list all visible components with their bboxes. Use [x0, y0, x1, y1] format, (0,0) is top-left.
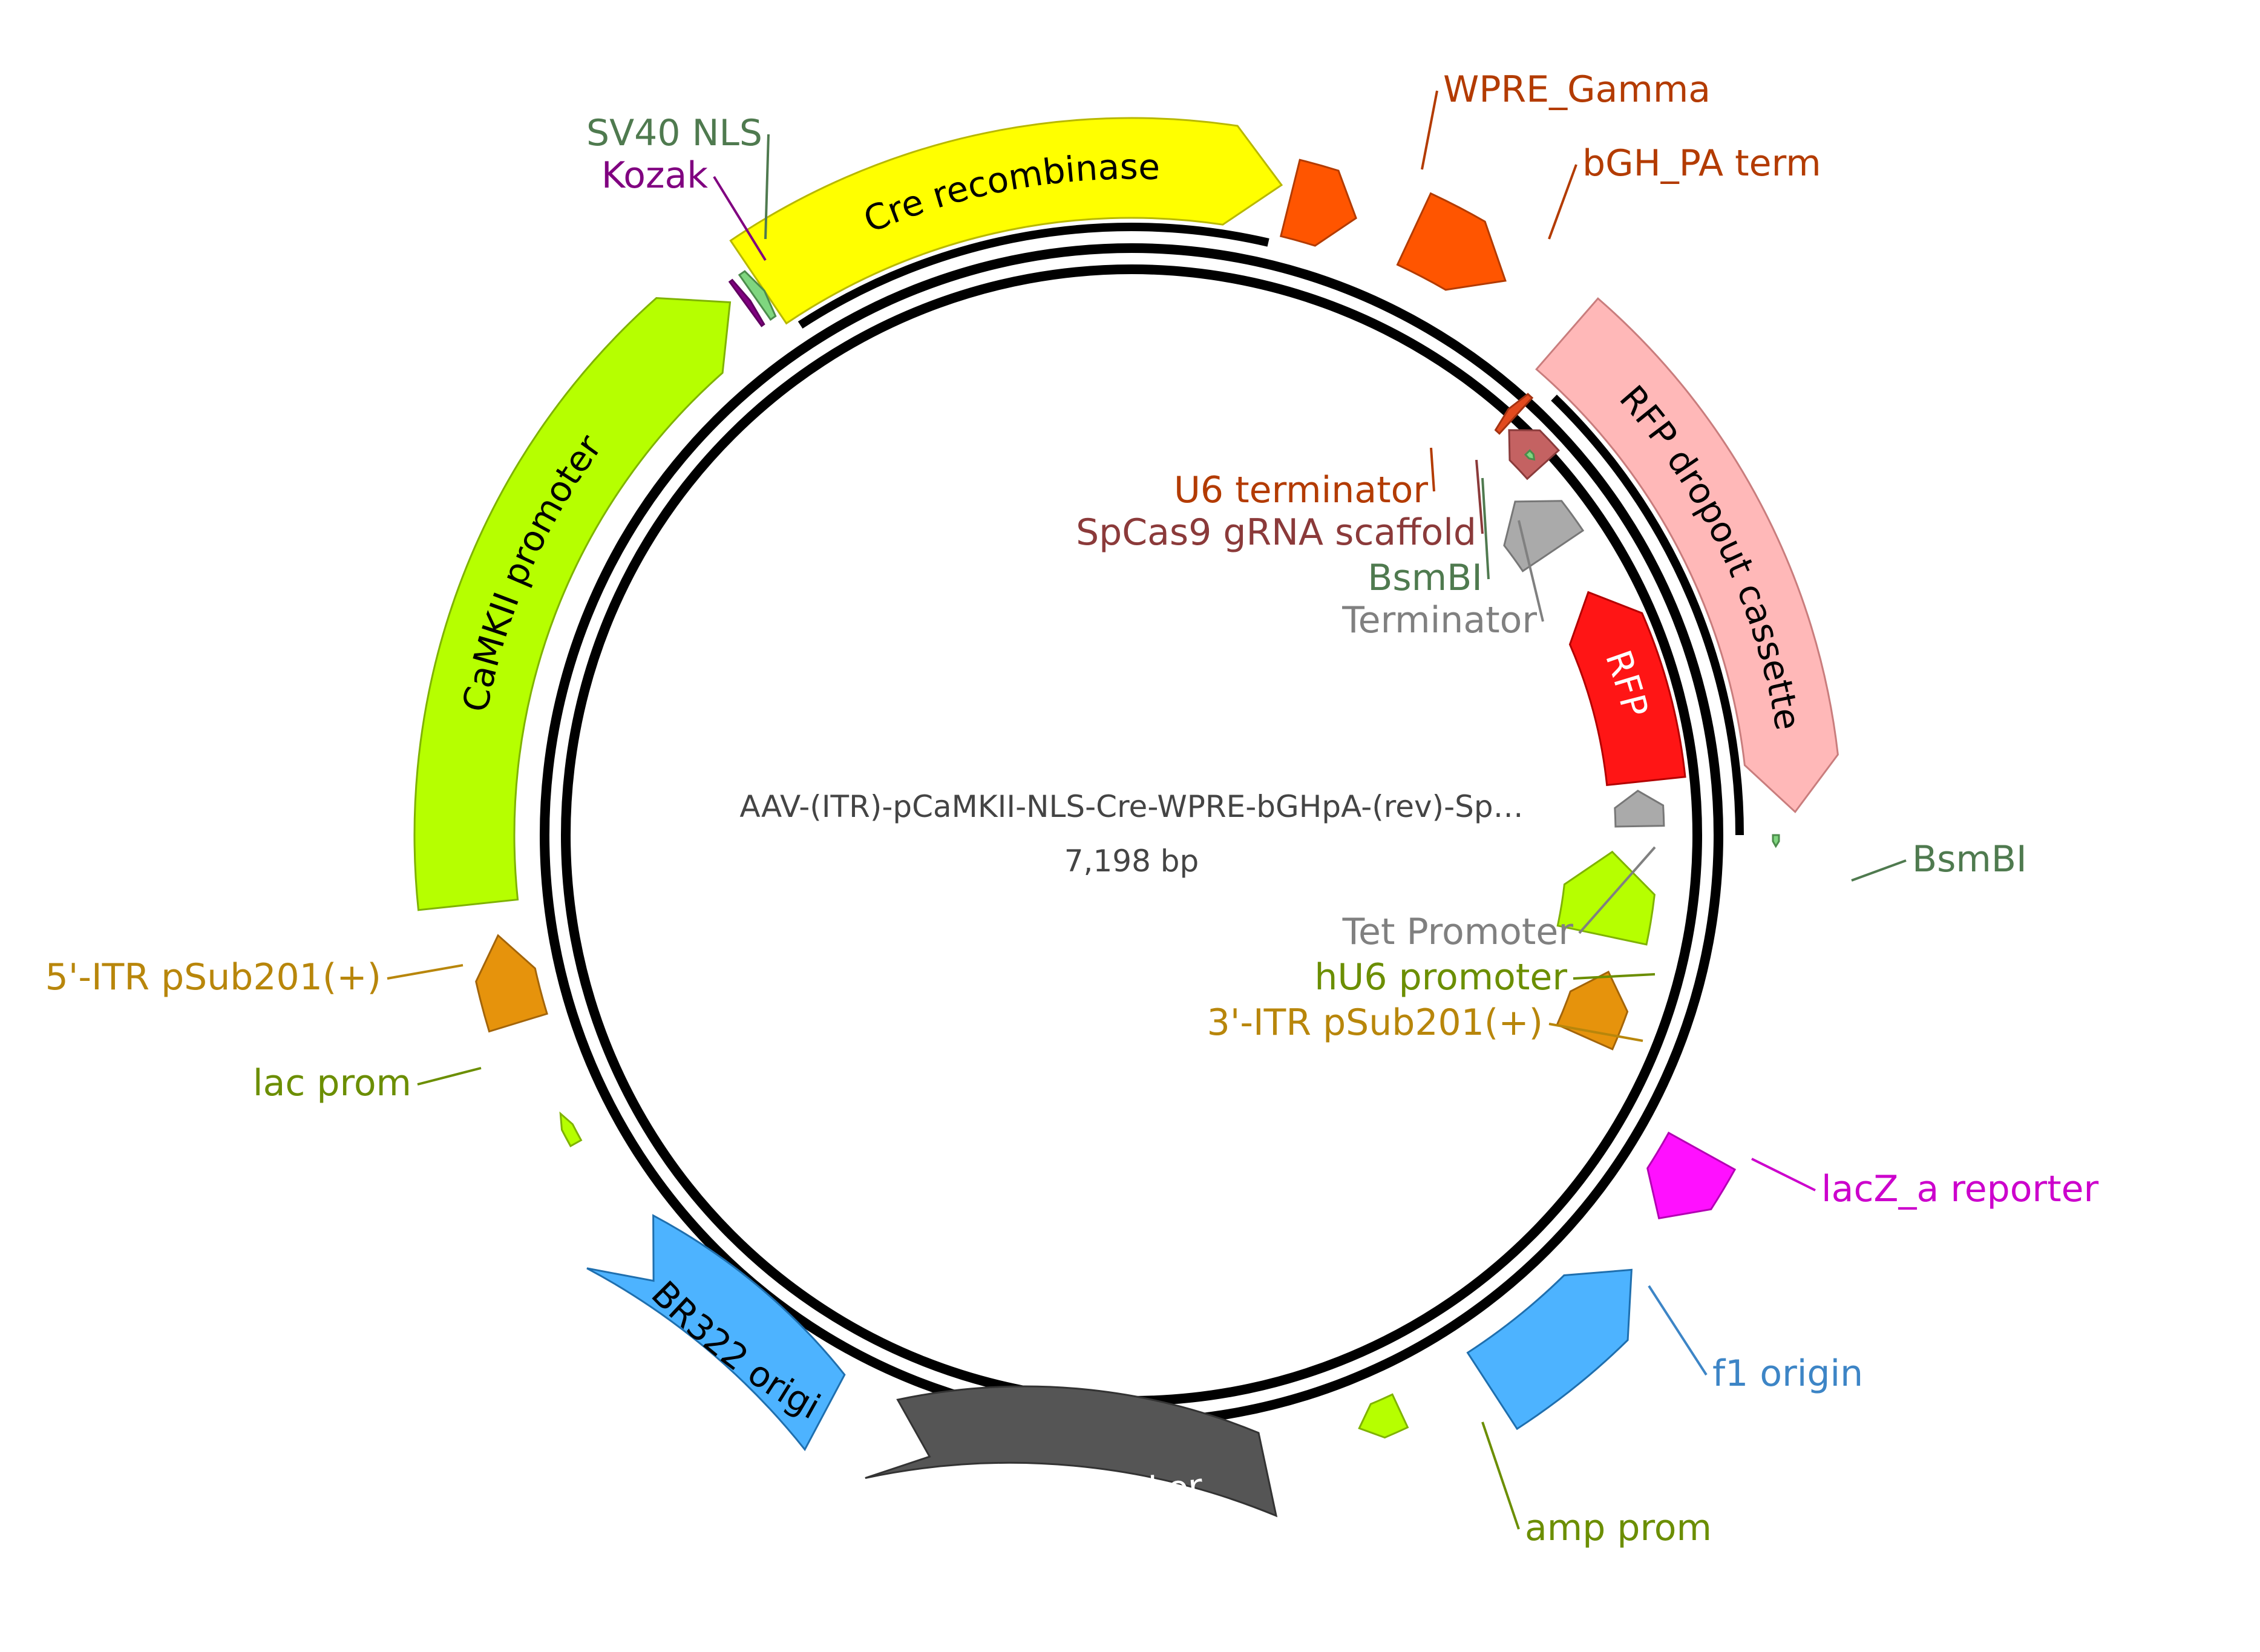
feature-lacz[interactable] — [1646, 1132, 1737, 1220]
feature-label-text-pbr322: pBR322 origin — [0, 0, 827, 1427]
callout-line-terminator — [1518, 520, 1544, 622]
center-info: AAV-(ITR)-pCaMKII-NLS-Cre-WPRE-bGHpA-(re… — [739, 789, 1523, 879]
callout-line-tet — [1578, 846, 1656, 934]
feature-u6term[interactable] — [1494, 393, 1534, 435]
callout-label-bsmbi2: BsmBI — [1912, 838, 2027, 880]
callout-label-terminator: Terminator — [1341, 599, 1537, 641]
callout-line-f1 — [1648, 1285, 1708, 1376]
plasmid-name: AAV-(ITR)-pCaMKII-NLS-Cre-WPRE-bGHpA-(re… — [739, 789, 1523, 824]
overlay-arc-0 — [798, 223, 1269, 329]
feature-terminator[interactable] — [1503, 500, 1585, 572]
callout-line-sv40 — [764, 134, 770, 240]
callout-label-u6term: U6 terminator — [1174, 469, 1428, 511]
callout-line-itr5 — [387, 964, 463, 980]
callout-line-itr3 — [1548, 1023, 1643, 1042]
callout-label-itr5: 5'-ITR pSub201(+) — [45, 956, 381, 998]
callout-label-hu6: hU6 promoter — [1314, 956, 1567, 998]
callout-label-f1: f1 origin — [1712, 1352, 1863, 1395]
callout-line-ampprom — [1481, 1421, 1520, 1530]
feature-pbr322[interactable] — [586, 1214, 846, 1452]
callout-label-bgh: bGH_PA term — [1582, 142, 1821, 185]
feature-bsmbi1[interactable] — [1524, 449, 1536, 461]
callout-line-scaffold — [1475, 459, 1484, 534]
feature-sv40[interactable] — [738, 270, 777, 321]
feature-bsmbi2[interactable] — [1772, 834, 1780, 848]
callout-line-lacprom — [417, 1067, 482, 1086]
callout-line-hu6 — [1573, 973, 1656, 980]
feature-rfp-dropout[interactable] — [1535, 297, 1839, 813]
feature-bgh[interactable] — [1396, 192, 1507, 291]
callout-line-kozak — [713, 175, 767, 261]
feature-cre[interactable] — [729, 117, 1283, 325]
feature-label-pbr322: pBR322 origin — [0, 0, 827, 1427]
backbone — [540, 243, 1723, 1427]
feature-f1[interactable] — [1466, 1268, 1633, 1431]
feature-lacprom[interactable] — [559, 1111, 583, 1147]
callout-line-u6term — [1430, 447, 1435, 492]
plasmid-length: 7,198 bp — [1064, 844, 1199, 879]
feature-itr5[interactable] — [475, 934, 548, 1033]
callout-layer: WPRE_Gamma bGH_PA term U6 terminatorSpCas9… — [45, 68, 2099, 1549]
callout-label-lacz: lacZ_a reporter — [1821, 1168, 2099, 1210]
callout-label-itr3: 3'-ITR pSub201(+) — [1207, 1001, 1543, 1044]
callout-line-wpre — [1421, 90, 1438, 170]
callout-label-scaffold: SpCas9 gRNA scaffold — [1076, 511, 1476, 554]
feature-wpre[interactable] — [1279, 159, 1357, 247]
callout-label-wpre: WPRE_Gamma — [1443, 68, 1711, 111]
feature-amp[interactable] — [865, 1385, 1278, 1518]
callout-line-bsmbi1 — [1481, 477, 1490, 580]
callout-label-tet: Tet Promoter — [1342, 911, 1574, 953]
callout-label-ampprom: amp prom — [1525, 1507, 1712, 1549]
callout-label-kozak: Kozak — [601, 154, 708, 197]
feature-camkii[interactable] — [413, 297, 732, 911]
feature-kozak[interactable] — [728, 278, 765, 327]
overlay-arcs — [798, 223, 1744, 836]
feature-tet[interactable] — [1614, 790, 1665, 828]
feature-itr3[interactable] — [1556, 970, 1629, 1051]
feature-ampprom[interactable] — [1358, 1393, 1409, 1439]
overlay-arc-1 — [1551, 395, 1744, 836]
callout-label-lacprom: lac prom — [253, 1062, 411, 1104]
callout-line-bsmbi2 — [1851, 859, 1907, 882]
backbone-outer-ring — [540, 243, 1723, 1427]
callout-label-sv40: SV40 NLS — [586, 112, 762, 154]
feature-rfp[interactable] — [1568, 591, 1686, 787]
callout-label-bsmbi1: BsmBI — [1367, 557, 1482, 599]
callout-line-lacz — [1751, 1158, 1816, 1191]
callout-line-bgh — [1548, 164, 1577, 240]
